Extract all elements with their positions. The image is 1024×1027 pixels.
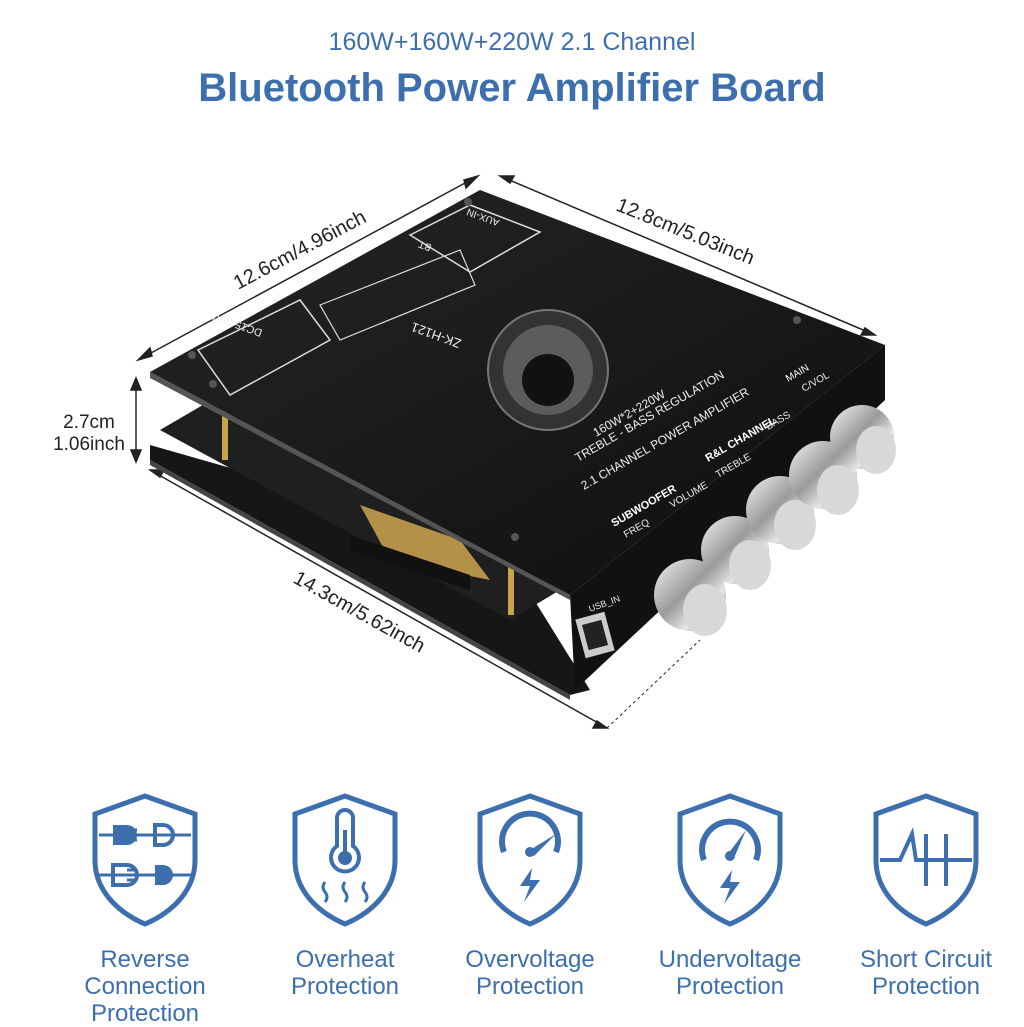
bt-label: BT bbox=[417, 238, 433, 253]
badge-label-line2: Protection bbox=[90, 1000, 200, 1027]
page-title: Bluetooth Power Amplifier Board bbox=[198, 66, 826, 110]
gauge-bolt-icon bbox=[477, 793, 583, 927]
dimension-lines bbox=[129, 174, 878, 729]
badge-label-line1: Short Circuit bbox=[859, 946, 993, 973]
thermometer-icon bbox=[292, 793, 398, 927]
amplifier-board-illustration: ZK-H121 DC15-36V AUX-IN BT 160W*2+220W T… bbox=[129, 174, 896, 729]
control-knobs bbox=[654, 405, 896, 636]
badge-undervoltage: Undervoltage Protection bbox=[630, 790, 830, 1000]
bottom-board bbox=[150, 445, 590, 695]
badge-label-line2: Protection bbox=[290, 973, 400, 1000]
badge-overheat: Overheat Protection bbox=[245, 790, 445, 1000]
badge-overvoltage: Overvoltage Protection bbox=[430, 790, 630, 1000]
badge-label-line2: Protection bbox=[871, 973, 981, 1000]
badge-label-line1: Overheat bbox=[295, 946, 395, 973]
badge-label-line1: Reverse Connection bbox=[84, 946, 206, 1000]
protection-badges: Reverse Connection Protection Overheat P… bbox=[0, 790, 1024, 1027]
plug-icon bbox=[92, 793, 198, 927]
dim-height-cm: 2.7cm bbox=[63, 412, 115, 433]
badge-short-circuit: Short Circuit Protection bbox=[826, 790, 1024, 1000]
badge-label-line2: Protection bbox=[675, 973, 785, 1000]
gauge-low-icon bbox=[677, 793, 783, 927]
badge-label-line2: Protection bbox=[475, 973, 585, 1000]
badge-label-line1: Overvoltage bbox=[465, 946, 595, 973]
dim-height-inch: 1.06inch bbox=[53, 434, 125, 455]
dim-height: 2.7cm 1.06inch bbox=[44, 412, 134, 456]
page-subtitle: 160W+160W+220W 2.1 Channel bbox=[328, 28, 696, 56]
circuit-icon bbox=[873, 793, 979, 927]
badge-reverse-connection: Reverse Connection Protection bbox=[45, 790, 245, 1027]
badge-label-line1: Undervoltage bbox=[658, 946, 802, 973]
